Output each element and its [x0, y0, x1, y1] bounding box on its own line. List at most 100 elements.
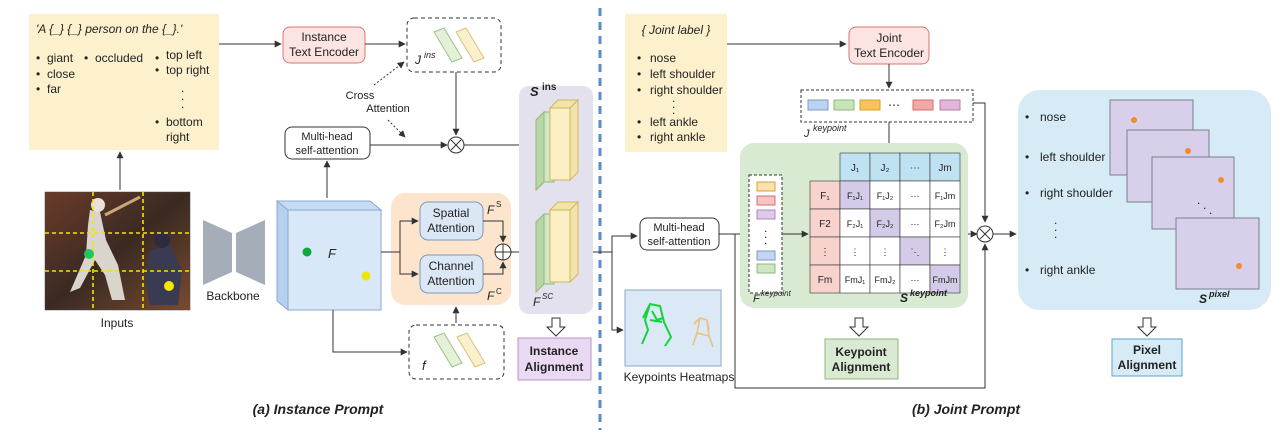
svg-text:keypoint: keypoint [761, 289, 792, 298]
backbone-label: Backbone [206, 289, 260, 303]
svg-text:S: S [496, 200, 501, 209]
matrix-cell: FmJ₂ [875, 275, 896, 285]
joint-nose: nose [650, 51, 676, 65]
svg-text:Keypoint: Keypoint [835, 345, 886, 359]
svg-text:•: • [36, 67, 40, 81]
svg-text:F: F [328, 246, 337, 261]
svg-text:Alignment: Alignment [1118, 358, 1177, 372]
svg-text:Multi-head: Multi-head [653, 222, 704, 234]
svg-text:SC: SC [542, 292, 553, 301]
svg-text:•: • [155, 51, 159, 65]
joint-left-shoulder: left shoulder [650, 67, 715, 81]
attr-right: right [166, 130, 190, 144]
matrix-cell: ⋯ [911, 191, 920, 201]
attr-occluded: occluded [95, 51, 143, 65]
svg-text:F: F [753, 293, 761, 305]
f-small-box: f [408, 324, 505, 380]
svg-text:•: • [155, 63, 159, 77]
channel-attention-label: Channel [429, 259, 474, 273]
instance-alignment: Instance Alignment [517, 337, 592, 381]
input-image [44, 191, 191, 311]
matrix-cell: ⋯ [911, 219, 920, 229]
svg-text:Attention: Attention [427, 221, 474, 235]
svg-text:.: . [1197, 193, 1200, 207]
keypoint-alignment: Keypoint Alignment [824, 338, 899, 380]
attr-bottom: bottom [166, 115, 203, 129]
instance-mhsa: Multi-head self-attention [284, 126, 371, 160]
pixel-panel: • nose • left shoulder • right shoulder … [1018, 90, 1271, 310]
svg-text:.: . [672, 97, 675, 111]
svg-text:F: F [487, 289, 495, 303]
svg-text:Joint: Joint [876, 31, 902, 45]
joint-right-ankle: right ankle [650, 130, 706, 144]
svg-text:ins: ins [424, 50, 436, 60]
svg-text:S: S [530, 84, 539, 99]
svg-text:S: S [1199, 292, 1207, 306]
joint-label-title: { Joint label } [642, 23, 711, 37]
instance-prompt-box: 'A {_} {_} person on the {_}.' • giant •… [29, 14, 219, 150]
matrix-cell: F₂J₁ [847, 219, 864, 229]
svg-text:C: C [496, 287, 502, 296]
attr-close: close [47, 67, 75, 81]
attr-top-right: top right [166, 63, 210, 77]
attr-far: far [47, 82, 61, 96]
svg-text:self-attention: self-attention [648, 236, 711, 248]
pixel-alignment: Pixel Alignment [1111, 338, 1183, 377]
svg-text:.: . [764, 227, 767, 241]
matrix-cell: ⋯ [911, 275, 920, 285]
svg-text:.: . [181, 97, 184, 111]
j-ins-box: J ins [406, 17, 502, 73]
svg-text:.: . [1203, 198, 1206, 212]
svg-text:Instance: Instance [530, 344, 579, 358]
svg-text:ins: ins [542, 82, 557, 93]
matrix-cell: ⋱ [911, 247, 920, 257]
spatial-attention-label: Spatial [433, 206, 470, 220]
pixel-joint-left-shoulder: left shoulder [1040, 150, 1105, 164]
feature-map-f: F [275, 199, 383, 312]
svg-text:J: J [803, 128, 810, 140]
svg-text:F: F [533, 295, 541, 309]
svg-text:.: . [672, 103, 675, 117]
matrix-row-header: F2 [819, 219, 831, 230]
matrix-cell: ⋮ [881, 247, 890, 257]
svg-text:keypoint: keypoint [910, 288, 948, 298]
attr-top-left: top left [166, 48, 203, 62]
svg-text:Instance: Instance [301, 30, 347, 44]
cross-attention-label: Cross [346, 90, 375, 102]
sins-fsc-panel: S ins F SC [519, 82, 593, 314]
svg-text:.: . [1054, 213, 1057, 227]
j-keypoint-tokens: ⋯ J keypoint [800, 89, 974, 140]
matrix-col-header: Jm [938, 163, 951, 174]
svg-text:Multi-head: Multi-head [301, 131, 352, 143]
svg-text:pixel: pixel [1208, 289, 1230, 299]
svg-text:Text Encoder: Text Encoder [854, 46, 924, 60]
svg-text:.: . [764, 233, 767, 247]
matrix-col-header: J₂ [881, 163, 890, 174]
svg-text:.: . [1054, 227, 1057, 241]
svg-text:•: • [637, 115, 641, 129]
svg-text:•: • [1025, 186, 1029, 200]
multiply-symbol-ins [447, 136, 465, 154]
matrix-cell: F₁J₂ [877, 191, 894, 201]
svg-text:•: • [637, 51, 641, 65]
joint-left-ankle: left ankle [650, 115, 698, 129]
matrix-col-header: ⋯ [910, 163, 920, 174]
matrix-cell: FmJm [933, 275, 958, 285]
svg-text:F: F [487, 203, 495, 217]
svg-text:.: . [181, 81, 184, 95]
joint-label-box: { Joint label } • nose • left shoulder •… [625, 14, 727, 152]
joint-text-encoder: Joint Text Encoder [848, 26, 930, 65]
svg-text:.: . [764, 221, 767, 235]
svg-text:keypoint: keypoint [813, 123, 847, 133]
caption-joint: (b) Joint Prompt [912, 401, 1021, 417]
matrix-col-header: J₁ [851, 163, 860, 174]
svg-text:J: J [414, 53, 422, 67]
svg-text:•: • [1025, 263, 1029, 277]
matrix-cell: ⋮ [851, 247, 860, 257]
svg-text:•: • [1025, 110, 1029, 124]
joint-mhsa: Multi-head self-attention [639, 217, 720, 251]
matrix-cell: F₂J₂ [877, 219, 894, 229]
matrix-row-header: Fm [818, 275, 832, 286]
